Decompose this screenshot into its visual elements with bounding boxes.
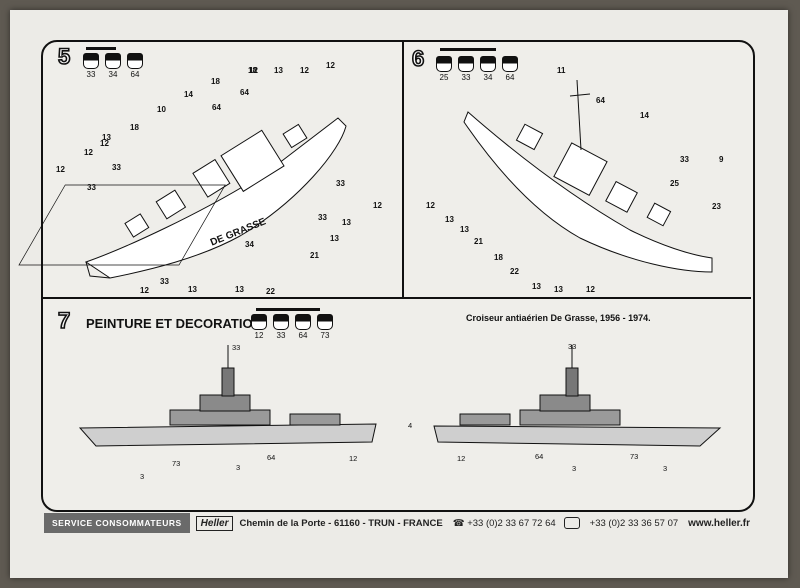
callout-label: 11: [557, 66, 566, 75]
callout-label: 18: [494, 253, 503, 262]
callout-label: 33: [87, 183, 96, 192]
callout-label: 12: [300, 66, 309, 75]
phone-number: ☎ +33 (0)2 33 67 72 64: [452, 517, 556, 529]
callout-label: 73: [630, 452, 638, 461]
paint-pot: 12: [250, 314, 268, 340]
paint-pot: 64: [294, 314, 312, 340]
footer-bar: SERVICE CONSOMMATEURS Heller Chemin de l…: [44, 511, 754, 535]
callout-label: 14: [184, 90, 193, 99]
callout-label: 12: [84, 148, 93, 157]
paint-pot: 25: [435, 56, 453, 82]
fax-icon: [563, 517, 580, 529]
step-6-callouts: 11 14 9 23 25 12 12 13 13 13 13 21 18 22…: [426, 66, 724, 294]
fax-number: +33 (0)2 33 36 57 07: [589, 517, 679, 529]
ship-profile-right: [433, 345, 722, 447]
paint-pot: 33: [457, 56, 475, 82]
callout-label: 13: [554, 285, 563, 294]
callout-label: 12: [56, 165, 65, 174]
step-5-paints: 33 34 64: [82, 53, 144, 79]
address: Chemin de la Porte - 61160 - TRUN - FRAN…: [239, 517, 443, 529]
callout-label: 64: [240, 88, 249, 97]
callout-label: 21: [310, 251, 319, 260]
callout-label: 13: [102, 133, 111, 142]
callout-label: 73: [172, 459, 180, 468]
step-5-callouts: 12 12 12 12 12 12 12 12 13 13 13 13 13 1…: [56, 61, 382, 296]
callout-label: 18: [248, 66, 257, 75]
step-5-number: 5: [57, 43, 71, 70]
callout-label: 12: [326, 61, 335, 70]
callout-label: 21: [474, 237, 483, 246]
heller-logo: Heller: [195, 515, 234, 531]
callout-label: 33: [680, 155, 689, 164]
step-6-number: 6: [411, 45, 425, 72]
callout-label: 4: [408, 421, 412, 430]
callout-label: 13: [235, 285, 244, 294]
step-7-callouts: 33 73 64 3 3 12 33 12 64 3 73 3 4: [140, 342, 667, 481]
callout-label: 12: [457, 454, 465, 463]
callout-label: 12: [249, 66, 258, 75]
callout-label: 33: [112, 163, 121, 172]
brush-icon: [86, 47, 116, 50]
callout-label: 64: [267, 453, 275, 462]
callout-label: 12: [373, 201, 382, 210]
callout-label: 34: [245, 240, 254, 249]
callout-label: 18: [211, 77, 220, 86]
callout-label: 12: [586, 285, 595, 294]
paint-pot: 64: [501, 56, 519, 82]
callout-label: 3: [572, 464, 576, 473]
callout-label: 3: [236, 463, 240, 472]
divider-vertical: [402, 42, 404, 297]
step-5-hull: DE GRASSE: [18, 117, 347, 279]
callout-label: 13: [188, 285, 197, 294]
callout-label: 3: [140, 472, 144, 481]
callout-label: 33: [318, 213, 327, 222]
callout-label: 13: [342, 218, 351, 227]
callout-label: 64: [212, 103, 221, 112]
brush-icon: [440, 48, 496, 51]
website: www.heller.fr: [688, 517, 751, 529]
callout-label: 13: [274, 66, 283, 75]
ship-subtitle: Croiseur antiaérien De Grasse, 1956 - 19…: [466, 313, 651, 323]
callout-label: 13: [460, 225, 469, 234]
ship-profile-left: [78, 345, 377, 447]
callout-label: 23: [712, 202, 721, 211]
paint-pot: 33: [82, 53, 100, 79]
callout-label: 22: [510, 267, 519, 276]
step-6-paints: 25 33 34 64: [435, 56, 519, 82]
callout-label: 13: [330, 234, 339, 243]
service-label: SERVICE CONSOMMATEURS: [44, 513, 190, 533]
callout-label: 3: [663, 464, 667, 473]
paint-pot: 64: [126, 53, 144, 79]
callout-label: 33: [336, 179, 345, 188]
callout-label: 25: [670, 179, 679, 188]
callout-label: 10: [157, 105, 166, 114]
callout-label: 9: [719, 155, 724, 164]
callout-label: 33: [232, 343, 240, 352]
callout-label: 13: [445, 215, 454, 224]
callout-label: 22: [266, 287, 275, 296]
callout-label: 64: [596, 96, 605, 105]
divider-horizontal: [43, 297, 751, 299]
callout-label: 12: [140, 286, 149, 295]
step-7-number: 7: [57, 307, 71, 334]
callout-label: 12: [100, 139, 109, 148]
callout-label: 13: [532, 282, 541, 291]
callout-label: 12: [349, 454, 357, 463]
callout-label: 64: [535, 452, 543, 461]
step-6-hull: [463, 79, 713, 273]
callout-label: 33: [160, 277, 169, 286]
paint-pot: 34: [104, 53, 122, 79]
callout-label: 12: [426, 201, 435, 210]
callout-label: 14: [640, 111, 649, 120]
step-7-title: PEINTURE ET DECORATION: [86, 316, 262, 331]
paint-pot: 73: [316, 314, 334, 340]
paint-pot: 33: [272, 314, 290, 340]
paint-pot: 34: [479, 56, 497, 82]
brush-icon: [256, 308, 320, 311]
callout-label: 33: [568, 342, 576, 351]
step-7-paints: 12 33 64 73: [250, 314, 334, 340]
callout-label: 18: [130, 123, 139, 132]
